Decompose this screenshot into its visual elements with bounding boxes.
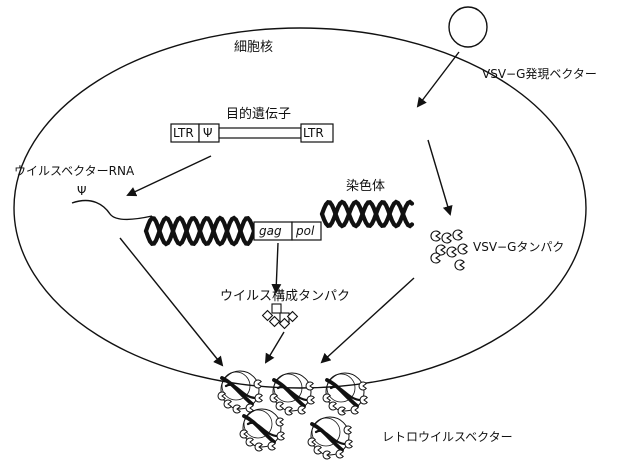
dna-strand	[319, 199, 415, 229]
arrow-plasmid-to-nucleus	[416, 51, 460, 108]
arrows	[119, 51, 460, 367]
vsvg-protein-icon	[430, 230, 441, 242]
vsvg-protein-icon	[454, 259, 465, 271]
vsvg-protein-icon	[430, 252, 441, 264]
arrow-plasmid-to-vsvg	[427, 139, 453, 216]
ltr-left-label: LTR	[173, 126, 194, 140]
nucleus-label: 細胞核	[234, 40, 274, 55]
retrovirus-particle	[269, 372, 315, 416]
retrovirus-particle	[322, 372, 368, 416]
arrow-gagpol-to-proteins	[271, 242, 282, 294]
cell-nucleus	[13, 27, 587, 389]
arrow-proteins-to-virion	[264, 331, 285, 364]
target-gene-label: 目的遺伝子	[226, 107, 292, 122]
retrovirus-particle	[239, 408, 285, 452]
retrovirus-vector-particles	[217, 370, 368, 460]
dna-strand	[319, 199, 415, 229]
chromosome-label: 染色体	[346, 179, 386, 194]
ltr-right-label: LTR	[303, 126, 324, 140]
vsvg-plasmid-circle	[448, 6, 488, 48]
gag-label: gag	[259, 224, 282, 238]
target-gene-box	[218, 127, 302, 139]
arrow-vsvg-to-virion	[320, 277, 415, 364]
arrow-provirus-to-rna	[126, 155, 212, 197]
provirus-construct	[170, 123, 334, 143]
vsvg-protein-icon	[457, 243, 468, 255]
dna-strand	[143, 215, 259, 247]
viral-rna-strand	[71, 199, 153, 221]
arrow-rna-to-virion	[119, 237, 224, 367]
viral-structural-protein-symbols	[261, 303, 299, 330]
retrovirus-particle	[217, 370, 263, 414]
psi-rna-label: Ψ	[77, 184, 87, 198]
retrovirus-particle	[307, 416, 353, 460]
vsvg-protein-label: VSV−Gタンパク	[473, 240, 565, 254]
vsvg-protein-icon	[441, 232, 452, 244]
vsvg-protein-icon	[446, 246, 457, 258]
vsvg-protein-symbols	[430, 229, 468, 271]
vsvg-protein-icon	[435, 244, 446, 256]
ltr-right-box	[300, 123, 334, 143]
viral-rna-label: ウイルスベクターRNA	[14, 164, 135, 178]
vsvg-protein-icon	[452, 229, 463, 241]
retrovirus-vector-label: レトロウイルスベクター	[382, 430, 513, 444]
pol-label: pol	[296, 224, 315, 238]
chromosome-dna	[143, 199, 415, 247]
viral-proteins-label: ウイルス構成タンパク	[220, 289, 351, 304]
vsvg-vector-label: VSV−G発現ベクター	[482, 67, 597, 81]
psi-box-label: Ψ	[203, 126, 213, 140]
gag-pol-box	[253, 221, 322, 241]
